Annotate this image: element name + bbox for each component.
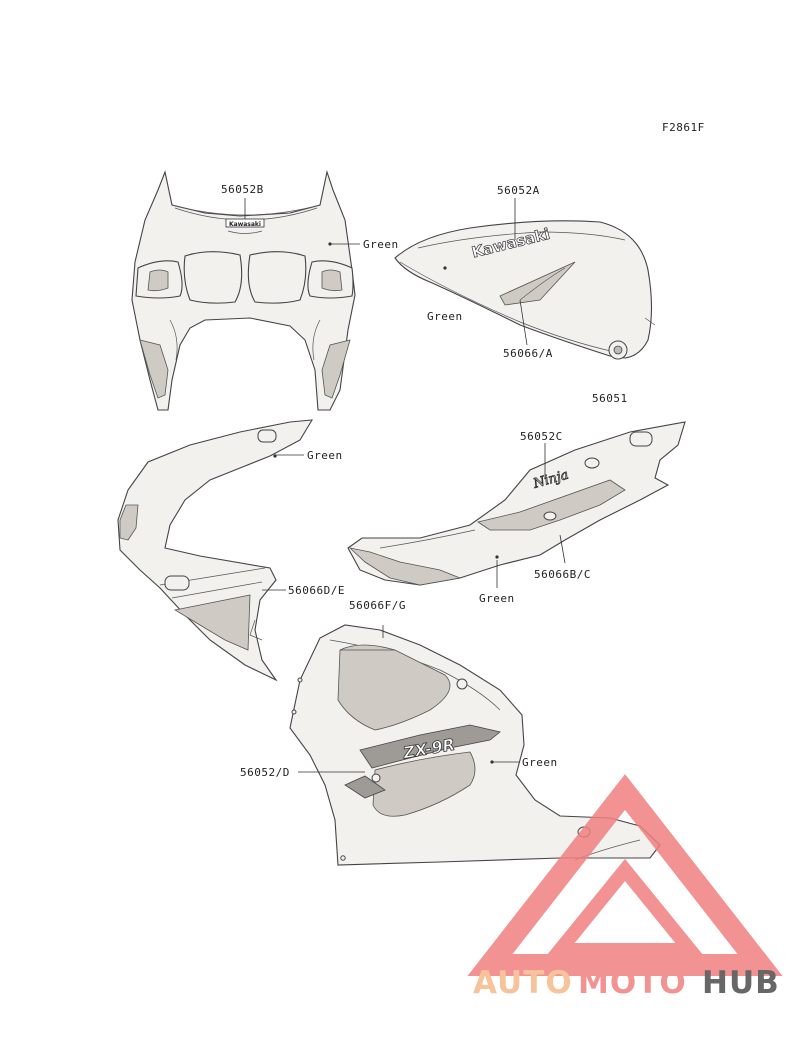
front-upper-cowl: Kawasaki bbox=[131, 169, 356, 411]
note-green-lower: Green bbox=[522, 756, 558, 769]
leader-56066BC bbox=[559, 534, 566, 564]
tail-cowl: Ninja bbox=[347, 421, 686, 586]
figure-code: F2861F bbox=[662, 121, 705, 134]
label-56051: 56051 bbox=[592, 392, 628, 405]
note-green-side: Green bbox=[307, 449, 343, 462]
automotohub-watermark: AUTO MOTO HUB bbox=[467, 774, 783, 1001]
cowl-brand-decal: Kawasaki bbox=[229, 221, 261, 228]
label-56052A: 56052A bbox=[497, 184, 540, 197]
label-56052B: 56052B bbox=[221, 183, 264, 196]
fuel-tank: Kawasaki bbox=[394, 220, 656, 360]
leader-56066A bbox=[519, 299, 528, 346]
lower-fairing: ZX-9R bbox=[289, 624, 661, 866]
label-56066FG: 56066F/G bbox=[349, 599, 406, 612]
note-green-tail: Green bbox=[479, 592, 515, 605]
label-56052C: 56052C bbox=[520, 430, 563, 443]
label-56066A: 56066/A bbox=[503, 347, 553, 360]
label-56066DE: 56066D/E bbox=[288, 584, 345, 597]
side-cowl bbox=[117, 419, 314, 682]
note-green-cowl: Green bbox=[363, 238, 399, 251]
triangle-logo-icon bbox=[467, 774, 783, 976]
note-green-tank: Green bbox=[427, 310, 463, 323]
watermark-word-hub: HUB bbox=[702, 965, 780, 1001]
label-56066BC: 56066B/C bbox=[534, 568, 591, 581]
watermark-word-moto: MOTO bbox=[578, 965, 687, 1001]
watermark-word-auto: AUTO bbox=[473, 965, 573, 1001]
label-56052D: 56052/D bbox=[240, 766, 290, 779]
